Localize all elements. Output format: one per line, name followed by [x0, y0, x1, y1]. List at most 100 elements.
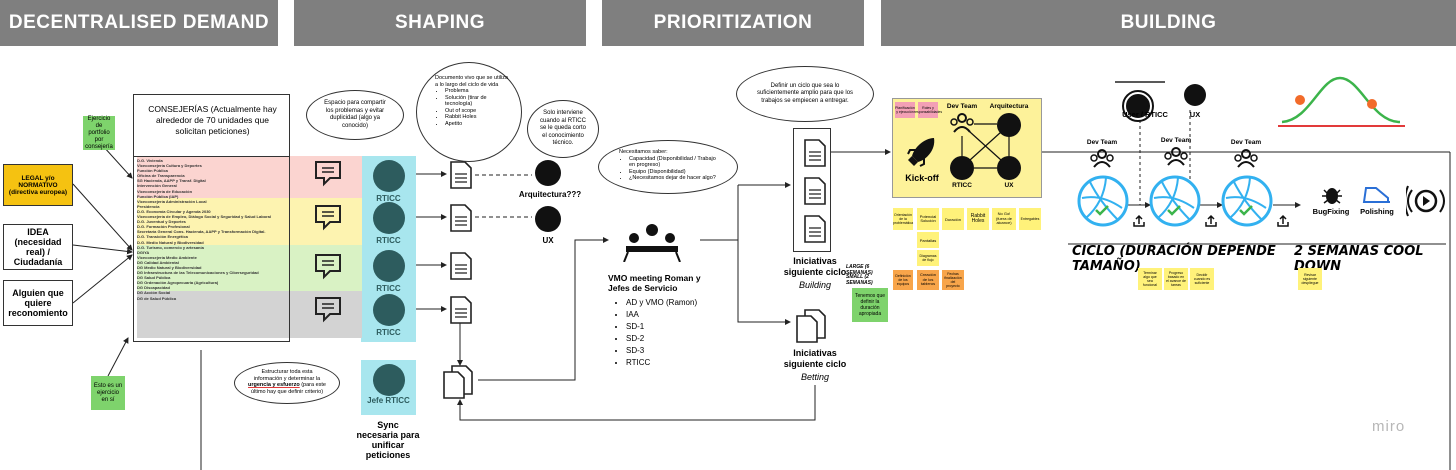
doc-bubble: Documento vivo que se utiliza a lo largo… — [416, 62, 522, 162]
list-item: ¿Necesitamos dejar de hacer algo? — [629, 175, 723, 182]
yellow-note: Potencial Solución — [917, 208, 939, 230]
list-item: D.G. Turismo, comercio y artesanía — [137, 244, 204, 250]
vmo-title: VMO meeting Roman y Jefes de Servicio — [608, 273, 701, 293]
list-item: Viceconsejería Cultura y Deportes — [137, 163, 202, 169]
building-ux-person — [1184, 84, 1206, 106]
user-rticc-label: User / RTICC — [1122, 110, 1168, 119]
list-item: Intervención General — [137, 183, 177, 189]
orange-note: Creación de los tableros — [917, 270, 939, 290]
dev-team-label-1: Dev Team — [1086, 139, 1118, 146]
struct-bubble-text-2: (para este último hay que definir criter… — [250, 382, 326, 395]
upload-icon — [1133, 214, 1145, 227]
rticc-label-1: RTICC — [376, 194, 401, 203]
chat-icon — [315, 161, 341, 187]
rticc-label-4: RTICC — [376, 328, 401, 337]
struct-bubble-text-1: Estructurar toda esta información y dete… — [253, 369, 321, 382]
list-item: D.G. Vivienda — [137, 158, 163, 163]
cycle-bubble: Definir un ciclo que sea lo suficienteme… — [736, 66, 874, 122]
betting-initiatives-label: Iniciativas siguiente ciclo — [783, 348, 847, 369]
list-item: D.G. Transición Energética — [137, 234, 188, 240]
arch-bubble: Solo interviene cuando al RTICC se le qu… — [527, 100, 599, 158]
document-icon — [804, 139, 826, 167]
list-item: Out of scope — [445, 108, 511, 115]
documents-stack-icon — [443, 365, 473, 399]
green-note: Tenemos que definir la duración apropiad… — [852, 288, 888, 322]
list-item: Problema — [445, 88, 511, 95]
building-ux-label: UX — [1189, 110, 1201, 119]
arch-label: Arquitectura??? — [518, 190, 582, 199]
list-item: DG Salud Pública — [137, 275, 171, 281]
cycle-icon — [1149, 175, 1201, 227]
chat-icon — [315, 205, 341, 231]
list-item: D.G. Economía Circular y Agenda 2030 — [137, 208, 211, 214]
list-item: Solución (tirar de tecnología) — [445, 95, 511, 108]
document-icon — [450, 204, 472, 232]
deploy-icon — [1406, 185, 1445, 217]
dev-team-label-3: Dev Team — [1230, 139, 1262, 146]
header-prioritization: PRIORITIZATION — [602, 0, 864, 46]
betting-initiatives-sub: Betting — [800, 372, 830, 382]
pink-note: Roles y responsabilidades — [914, 102, 942, 118]
header-shaping: SHAPING — [294, 0, 586, 46]
list-item: SD-3 — [626, 345, 697, 357]
list-item: D.G. Juventud y Deportes — [137, 219, 186, 225]
team-icon — [1164, 147, 1188, 166]
yellow-note: Diagramas de flujo — [917, 250, 939, 266]
orange-note: Definición de los equipos — [893, 270, 913, 290]
rticc-person-1 — [373, 160, 405, 192]
list-item: DG Ordenación Agropecuaria (Agricultura) — [137, 280, 219, 286]
cycle-label: CICLO (DURACIÓN DEPENDE TAMAÑO) — [1072, 244, 1276, 274]
building-note: Terminar algo que sea funcional — [1138, 268, 1162, 290]
rticc-label-3: RTICC — [376, 284, 401, 293]
arch-person — [535, 160, 561, 186]
meeting-icon — [623, 224, 681, 262]
doc-bubble-items: ProblemaSolución (tirar de tecnología)Ou… — [435, 88, 511, 127]
list-item: DG de Salud Pública — [137, 295, 177, 301]
sync-label: Sync necesaria para unificar peticiones — [356, 420, 420, 460]
list-item: RTICC — [626, 357, 697, 369]
rticc-person-4 — [373, 294, 405, 326]
list-item: DGIYA — [137, 249, 150, 255]
team-icon — [1090, 149, 1114, 168]
consejerias-box — [133, 94, 290, 342]
rticc-person-2 — [373, 202, 405, 234]
list-item: D.G. Formación Profesional — [137, 224, 190, 230]
header-demand: DECENTRALISED DEMAND — [0, 0, 278, 46]
list-item: D.G. Medio Natural y Biodiversidad — [137, 239, 204, 245]
yellow-note: Pantallas — [917, 232, 939, 248]
list-item: Secretaría General Cons. Hacienda, AAPP … — [137, 229, 266, 235]
kickoff-label: Kick-off — [905, 173, 939, 183]
list-item: Función Pública (IAP) — [137, 193, 179, 199]
chat-icon — [315, 254, 341, 280]
document-icon — [804, 177, 826, 205]
list-item: Apetito — [445, 121, 511, 128]
team-icon — [1234, 149, 1258, 168]
list-item: DG Calidad Ambiental — [137, 259, 179, 265]
cycle-icon — [1221, 175, 1273, 227]
exercise-note-2: Esto es un ejercicio en sí — [91, 376, 125, 410]
source-idea: IDEA (necesidad real) / Ciudadanía — [3, 224, 73, 270]
jefe-person — [373, 364, 405, 396]
cycle-icon — [1077, 175, 1129, 227]
pink-note: Planificación y ejecución — [895, 102, 915, 118]
kickoff-rticc: RTICC — [952, 182, 972, 189]
list-item: AD y VMO (Ramon) — [626, 297, 697, 309]
polishing-label: Polishing — [1360, 207, 1394, 216]
architecture-person — [997, 113, 1021, 137]
kickoff-architecture: Arquitectura — [989, 103, 1029, 110]
document-icon — [450, 296, 472, 324]
document-icon — [450, 252, 472, 280]
rocket-icon — [907, 138, 935, 167]
building-note: Decidir cuando es suficiente — [1190, 268, 1214, 290]
documents-stack-icon — [796, 309, 826, 343]
list-item: Viceconsejería de Educación — [137, 188, 193, 194]
size-small: SMALL (2 SEMANAS) — [846, 274, 873, 286]
document-icon — [450, 161, 472, 189]
kickoff-ux: UX — [1004, 182, 1014, 189]
dev-team-label-2: Dev Team — [1160, 137, 1192, 144]
bug-icon — [1322, 188, 1342, 204]
struct-bubble-underline: urgencia y esfuerzo — [248, 382, 300, 388]
space-bubble: Espacio para compartir los problemas y e… — [306, 90, 404, 140]
yellow-note: Entregables — [1019, 208, 1041, 230]
